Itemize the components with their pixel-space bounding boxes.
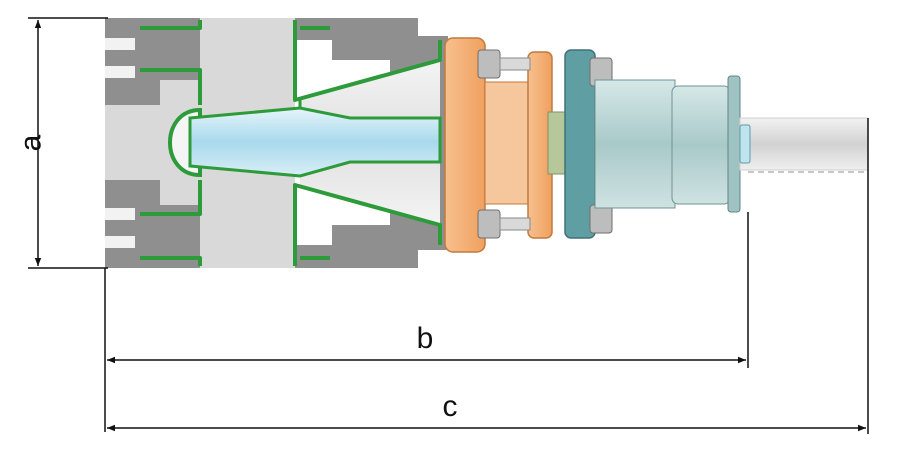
- housing-top-right-block: [295, 18, 418, 80]
- dimension-label-a: a: [15, 134, 48, 151]
- housing-notch: [105, 38, 135, 50]
- seal-top-left: [140, 20, 202, 30]
- bolt-shank: [499, 217, 531, 231]
- housing-notch: [105, 66, 135, 78]
- flange-assembly: [444, 37, 569, 253]
- insulator: [168, 100, 442, 178]
- bolt-icon: [477, 209, 501, 239]
- seal-cone-bottom: [293, 183, 442, 266]
- body-main: [594, 79, 676, 209]
- dimension-label-c: c: [443, 390, 458, 423]
- bolt-icon: [477, 49, 501, 79]
- rod-seal: [739, 124, 751, 164]
- seal-top-inner: [140, 68, 202, 105]
- seal-bottom-left: [140, 256, 202, 266]
- rod-body: [739, 117, 869, 171]
- housing-notch: [105, 236, 135, 248]
- end-plate: [727, 75, 741, 213]
- dimension-label-b: b: [417, 322, 434, 355]
- seals: [140, 20, 442, 266]
- rod: [739, 117, 869, 173]
- insulator-body: [188, 106, 442, 178]
- actuator-body: [564, 49, 741, 239]
- seal-cone-top: [293, 20, 442, 102]
- bolt-icon: [589, 204, 613, 234]
- housing-bottom-right-block: [295, 205, 418, 268]
- body-cap: [671, 85, 731, 205]
- bolt-shank: [499, 57, 531, 71]
- seal-bottom-inner: [140, 180, 202, 216]
- housing-notch: [105, 208, 135, 220]
- dimensions: [28, 17, 869, 434]
